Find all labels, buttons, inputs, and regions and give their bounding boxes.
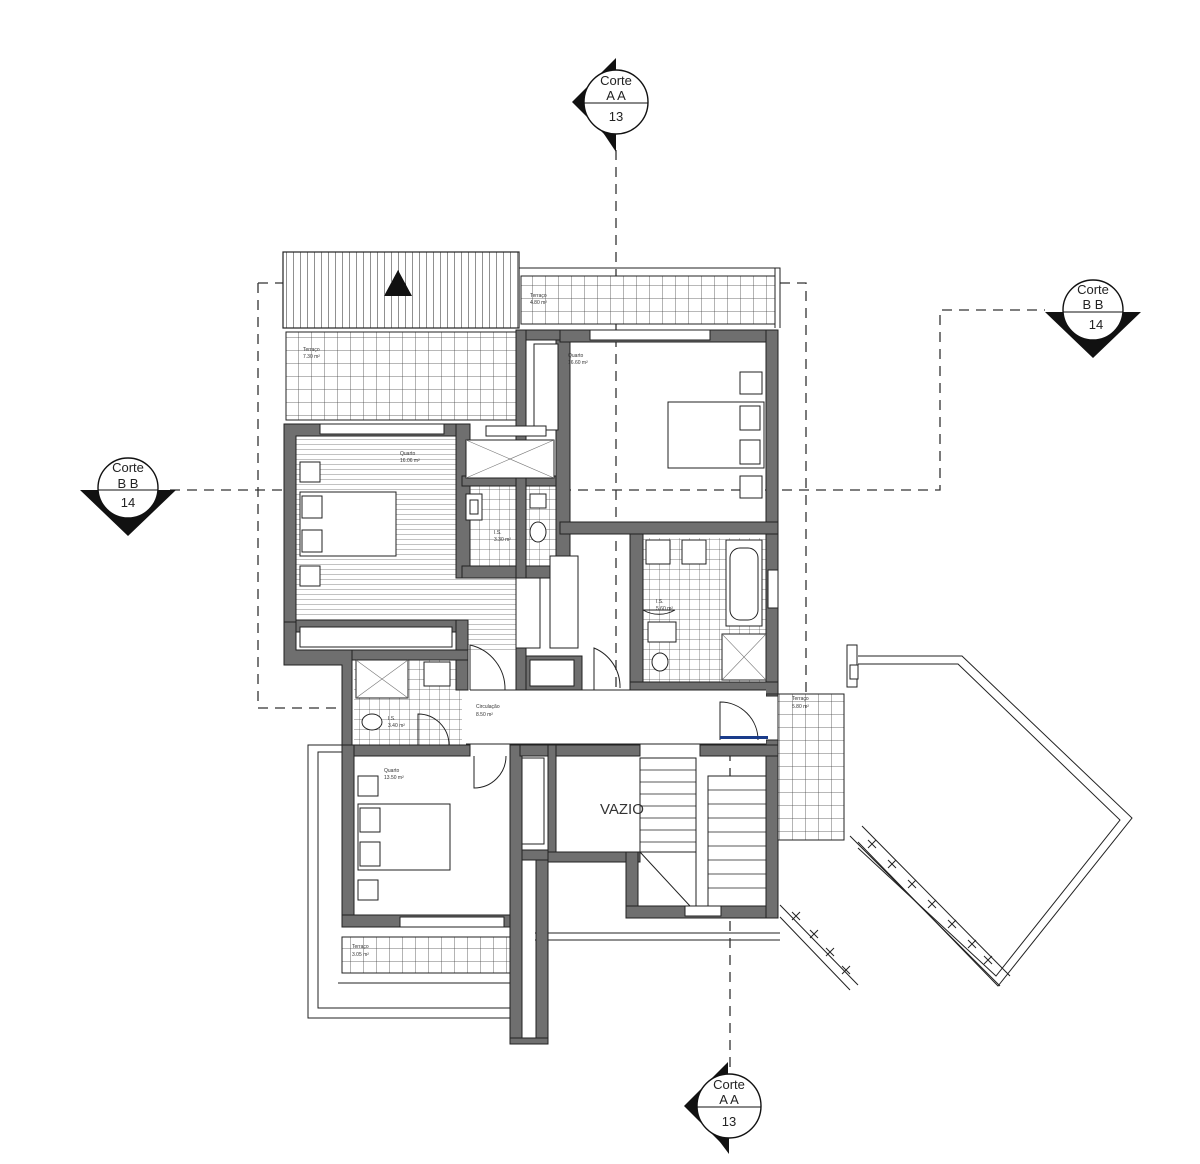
marker-left-sheet: 14: [121, 495, 135, 510]
terrace-right-floor: [777, 693, 845, 841]
closet-right-2: [549, 555, 579, 649]
terrace-top-right-floor: [520, 275, 776, 325]
windows: [319, 329, 779, 928]
marker-bottom-line2: A A: [719, 1092, 739, 1107]
marker-left-line2: B B: [118, 476, 139, 491]
marker-top-line1: Corte: [600, 73, 632, 88]
wc-left-area: 3.30 m²: [494, 537, 511, 543]
circulation-area: 8.50 m²: [476, 712, 493, 718]
circulation-floor: [470, 690, 766, 744]
bedroom-right-area: 16.60 m²: [568, 360, 588, 366]
marker-right-sheet: 14: [1089, 317, 1103, 332]
room-labels: Terraço 7.30 m² Terraço 4.80 m² Quarto 1…: [303, 293, 809, 958]
terrace-right-area: 5.80 m²: [792, 704, 809, 710]
bedroom-bottom-area: 13.50 m²: [384, 775, 404, 781]
storage-box: [529, 659, 575, 687]
stairs: [639, 757, 767, 907]
wc-left-name: I.S.: [494, 530, 502, 536]
marker-bottom-sheet: 13: [722, 1114, 736, 1129]
terrace-top-left-name: Terraço: [303, 347, 320, 353]
angled-railing: [779, 825, 1011, 991]
terrace-right-name: Terraço: [792, 696, 809, 702]
terrace-bottom-name: Terraço: [352, 944, 369, 950]
marker-right-line2: B B: [1083, 297, 1104, 312]
closet-bedroom-right: [533, 343, 559, 431]
north-arrow-icon: [384, 270, 412, 296]
terrace-bottom-area: 3.05 m²: [352, 952, 369, 958]
wc-right-name: I.S.: [656, 599, 664, 605]
closet-right-1: [515, 577, 541, 649]
terrace-top-left-floor: [285, 331, 517, 421]
terrace-top-right-area: 4.80 m²: [530, 300, 547, 306]
bedroom-right-name: Quarto: [568, 353, 584, 359]
bedroom-left-name: Quarto: [400, 451, 416, 457]
furniture: [299, 371, 765, 901]
railings: [307, 644, 1133, 1019]
terrace-top-right-name: Terraço: [530, 293, 547, 299]
terrace-bottom-floor: [341, 936, 517, 974]
terrace-top-left-area: 7.30 m²: [303, 354, 320, 360]
section-marker-right: Corte B B 14: [1045, 279, 1141, 358]
marker-left-line1: Corte: [112, 460, 144, 475]
closet-bottom: [521, 757, 545, 845]
bathroom-fixtures: [355, 439, 767, 731]
doors: [417, 609, 768, 789]
marker-right-line1: Corte: [1077, 282, 1109, 297]
wc-right-area: 5.60 m²: [656, 606, 673, 612]
closet-bedroom-left: [299, 626, 453, 648]
void-label: VAZIO: [600, 801, 644, 818]
marker-top-sheet: 13: [609, 109, 623, 124]
marker-bottom-line1: Corte: [713, 1077, 745, 1092]
marker-top-line2: A A: [606, 88, 626, 103]
section-marker-bottom: Corte A A 13: [684, 1062, 762, 1154]
bedroom-left-area: 16.06 m²: [400, 458, 420, 464]
wc-small-name: I.S.: [388, 716, 396, 722]
circulation-name: Circulação: [476, 704, 500, 710]
section-marker-top: Corte A A 13: [572, 58, 649, 152]
wc-small-area: 3.40 m²: [388, 723, 405, 729]
section-marker-left: Corte B B 14: [80, 457, 176, 536]
bedroom-bottom-name: Quarto: [384, 768, 400, 774]
